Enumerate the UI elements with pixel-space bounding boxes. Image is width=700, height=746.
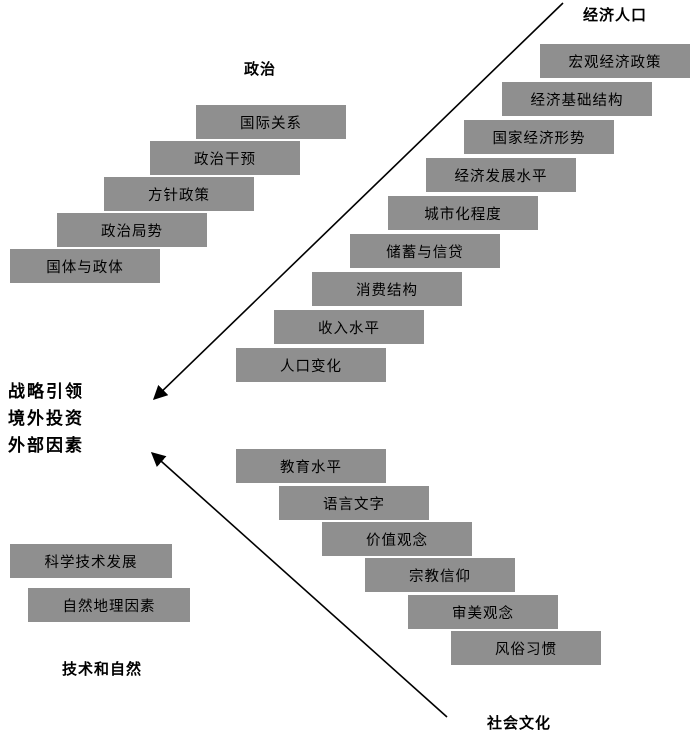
- factor-box-natural-geographic-factors: 自然地理因素: [28, 588, 190, 622]
- factor-box-economic-infrastructure: 经济基础结构: [502, 82, 652, 116]
- factor-box-income-level: 收入水平: [274, 310, 424, 344]
- factor-box-population-change: 人口变化: [236, 348, 386, 382]
- factor-box-policy-guidelines: 方针政策: [104, 177, 254, 211]
- factor-box-national-economic-situation: 国家经济形势: [464, 120, 614, 154]
- group-label-tech-nature: 技术和自然: [62, 662, 143, 678]
- factor-box-savings-credit: 储蓄与信贷: [350, 234, 500, 268]
- center-line-3: 外部因素: [8, 436, 84, 455]
- group-label-social-culture: 社会文化: [487, 716, 552, 732]
- factor-box-political-intervention: 政治干预: [150, 141, 300, 175]
- factor-box-international-relations: 国际关系: [196, 105, 346, 139]
- factor-box-state-system: 国体与政体: [10, 249, 160, 283]
- center-line-2: 境外投资: [8, 409, 84, 428]
- center-line-1: 战略引领: [8, 382, 84, 401]
- factor-box-customs: 风俗习惯: [451, 631, 601, 665]
- factor-box-language-script: 语言文字: [279, 486, 429, 520]
- center-statement: 战略引领 境外投资 外部因素: [8, 378, 84, 459]
- factor-box-economic-development-level: 经济发展水平: [426, 158, 576, 192]
- factor-box-science-tech-development: 科学技术发展: [10, 544, 172, 578]
- group-label-economy-population: 经济人口: [583, 8, 648, 24]
- factor-box-consumption-structure: 消费结构: [312, 272, 462, 306]
- factor-box-political-situation: 政治局势: [57, 213, 207, 247]
- factor-box-religious-belief: 宗教信仰: [365, 558, 515, 592]
- factor-box-education-level: 教育水平: [236, 449, 386, 483]
- group-label-politics: 政治: [244, 62, 277, 78]
- factor-box-aesthetic-values: 审美观念: [408, 595, 558, 629]
- factor-box-macro-economic-policy: 宏观经济政策: [540, 44, 690, 78]
- factor-box-urbanization-level: 城市化程度: [388, 196, 538, 230]
- factor-box-values: 价值观念: [322, 522, 472, 556]
